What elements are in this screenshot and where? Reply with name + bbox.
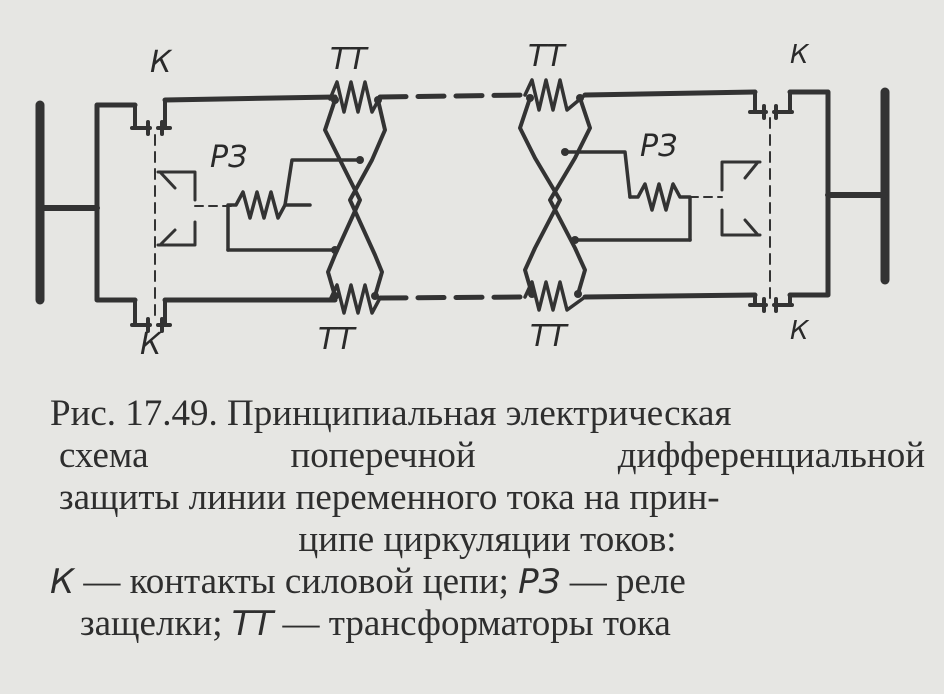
label-tt-bottom-right: ТТ xyxy=(530,319,567,354)
label-k-bottom-left: К xyxy=(140,327,162,362)
contact-k-bottom-right xyxy=(748,293,794,313)
junction-dot xyxy=(561,148,569,156)
junction-dot xyxy=(331,96,339,104)
junction-dot xyxy=(331,246,339,254)
right-relay-coil xyxy=(563,150,692,242)
caption-line-6: защелки; ТТ — трансформаторы тока xyxy=(50,603,925,645)
caption-line-5: К — контакты силовой цепи; РЗ — реле xyxy=(50,561,925,603)
junction-dot xyxy=(371,292,379,300)
bottom-line-conductor-c xyxy=(582,292,758,300)
left-relay-coil xyxy=(226,158,362,252)
tt-winding-bottom-left xyxy=(328,283,382,315)
caption-symbol-rz: РЗ xyxy=(518,562,561,602)
junction-dot xyxy=(526,94,534,102)
caption-line-4: ципе циркуляции токов: xyxy=(298,519,677,560)
caption-line-2: схема поперечной дифференциальной xyxy=(59,435,925,476)
junction-dot xyxy=(374,96,382,104)
junction-dot xyxy=(331,292,339,300)
label-rz-right: РЗ xyxy=(640,129,678,164)
label-tt-top-right: ТТ xyxy=(528,39,565,74)
caption-line-1: Рис. 17.49. Принципиальная электрическая xyxy=(50,393,732,434)
tt-winding-bottom-right xyxy=(523,280,587,312)
caption-text-rz: — реле xyxy=(560,561,686,602)
label-k-top-left: К xyxy=(150,45,172,80)
figure-caption: Рис. 17.49. Принципиальная электрическая… xyxy=(50,393,925,645)
left-latch xyxy=(156,170,233,247)
top-line-conductor-c xyxy=(582,89,758,98)
protection-circuit-diagram xyxy=(35,78,890,333)
tt-secondary-cross-right xyxy=(518,96,592,296)
caption-text-latch: защелки; xyxy=(80,603,232,644)
caption-line-3: защиты линии переменного тока на прин- xyxy=(59,477,720,518)
label-tt-bottom-left: ТТ xyxy=(318,322,355,357)
label-k-bottom-right: К xyxy=(790,316,809,346)
label-rz-left: РЗ xyxy=(210,140,248,175)
contact-k-top-left xyxy=(130,98,172,136)
junction-dot xyxy=(576,94,584,102)
junction-dot xyxy=(356,156,364,164)
junction-dot xyxy=(528,290,536,298)
caption-symbol-tt: ТТ xyxy=(231,604,274,644)
label-k-top-right: К xyxy=(790,40,809,70)
contact-k-bottom-left xyxy=(130,298,172,333)
junction-dot xyxy=(571,236,579,244)
line-frame-left xyxy=(94,102,138,303)
contact-k-top-right xyxy=(748,90,794,120)
top-line-conductor-b xyxy=(377,92,528,100)
top-line-conductor-a xyxy=(162,94,338,103)
tt-secondary-cross-left xyxy=(323,98,387,298)
tt-winding-top-right xyxy=(523,78,587,112)
caption-symbol-k: К xyxy=(50,562,75,602)
bottom-line-conductor-b xyxy=(377,294,528,301)
junction-dot xyxy=(574,290,582,298)
right-latch xyxy=(689,160,762,237)
caption-text-tt: — трансформаторы тока xyxy=(273,603,671,644)
label-tt-top-left: ТТ xyxy=(330,42,367,77)
line-frame-right xyxy=(787,89,831,298)
tt-winding-top-left xyxy=(328,80,382,114)
caption-text-k: — контакты силовой цепи; xyxy=(74,561,519,602)
